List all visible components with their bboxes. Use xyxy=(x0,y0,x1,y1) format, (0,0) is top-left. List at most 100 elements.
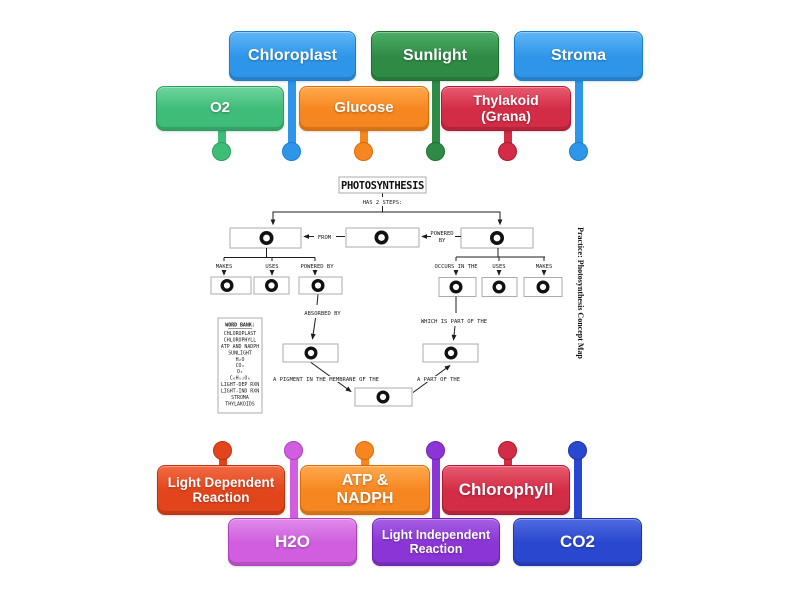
map-label-which-part: WHICH IS PART OF THE xyxy=(421,319,487,325)
tile-pin xyxy=(567,440,587,460)
tile-pin-stem xyxy=(573,450,582,520)
map-title: PHOTOSYNTHESIS xyxy=(341,180,424,192)
tile-pin xyxy=(281,141,301,161)
answer-box xyxy=(354,387,413,407)
tile-label: Light Independent Reaction xyxy=(381,528,491,556)
answer-box xyxy=(229,227,302,249)
tile-pin-stem xyxy=(503,128,512,152)
tile-chlorophyll[interactable]: Chlorophyll xyxy=(442,465,570,515)
tile-pin xyxy=(212,440,232,460)
tile-pin xyxy=(497,440,517,460)
tile-pin xyxy=(283,440,303,460)
answer-box xyxy=(282,343,339,363)
tile-sunlight[interactable]: Sunlight xyxy=(371,31,499,81)
connector-line xyxy=(316,294,319,306)
map-label-absorbed-by: ABSORBED BY xyxy=(304,311,341,317)
connector-arrow xyxy=(412,365,451,393)
tile-light-independent-reaction[interactable]: Light Independent Reaction xyxy=(372,518,500,566)
map-side-caption: Practice: Photosynthesis Concept Map xyxy=(576,227,585,359)
tile-pin xyxy=(354,440,374,460)
drop-target-ring[interactable] xyxy=(220,279,234,293)
tile-chloroplast[interactable]: Chloroplast xyxy=(229,31,356,81)
tile-glucose[interactable]: Glucose xyxy=(299,86,429,131)
tile-stroma[interactable]: Stroma xyxy=(514,31,643,81)
answer-box xyxy=(460,227,534,249)
tile-light-dependent-reaction[interactable]: Light Dependent Reaction xyxy=(157,465,285,515)
map-label-pigment: A PIGMENT IN THE MEMBRANE OF THE xyxy=(273,377,379,383)
drop-target-ring[interactable] xyxy=(536,280,550,294)
drop-target-ring[interactable] xyxy=(265,279,279,293)
drop-target-ring[interactable] xyxy=(259,231,274,246)
drop-target-ring[interactable] xyxy=(311,279,325,293)
tile-atp-nadph[interactable]: ATP & NADPH xyxy=(300,465,430,515)
map-label-uses-right: USES xyxy=(492,264,505,270)
drop-target-ring[interactable] xyxy=(492,280,506,294)
word-bank-item: C₆H₁₂O₆ xyxy=(230,376,251,382)
map-label-makes-left: MAKES xyxy=(216,264,233,270)
tile-label: Glucose xyxy=(334,99,394,117)
answer-box xyxy=(438,277,477,297)
connector-arrow xyxy=(451,325,457,341)
word-bank-item: CO₂ xyxy=(236,363,245,369)
map-label-from: FROM xyxy=(318,235,332,241)
tile-co2[interactable]: CO2 xyxy=(513,518,642,566)
word-bank-item: STROMA xyxy=(231,395,249,401)
connector-arrow xyxy=(310,317,316,340)
word-bank-box xyxy=(217,317,263,414)
answer-box xyxy=(422,343,479,363)
tile-label: Chlorophyll xyxy=(458,480,554,500)
tile-pin xyxy=(425,141,445,161)
map-subtitle: HAS 2 STEPS: xyxy=(363,200,403,206)
branch-arrow-left xyxy=(270,211,383,226)
word-bank-item: SUNLIGHT xyxy=(228,351,252,357)
word-bank-title: WORD BANK: xyxy=(225,323,254,329)
tile-pin-stem xyxy=(287,76,296,154)
tile-pin xyxy=(568,141,588,161)
answer-box xyxy=(298,276,343,295)
map-label-makes-right: MAKES xyxy=(536,264,553,270)
answer-box xyxy=(345,227,420,248)
drop-target-ring[interactable] xyxy=(304,346,318,360)
drop-target-ring[interactable] xyxy=(489,231,504,246)
map-label-occurs-in: OCCURS IN THE xyxy=(434,264,477,270)
map-label-uses-left: USES xyxy=(265,264,278,270)
tile-pin-stem xyxy=(217,128,226,152)
map-label-part-of: A PART OF THE xyxy=(417,377,460,383)
tile-h2o[interactable]: H2O xyxy=(228,518,357,566)
tile-label: Stroma xyxy=(550,47,607,65)
tile-label: H2O xyxy=(275,532,310,552)
tile-label: O2 xyxy=(209,99,230,117)
map-label-powered-by-left: POWERED BY xyxy=(300,264,334,270)
tile-label: Light Dependent Reaction xyxy=(167,474,275,505)
tile-pin xyxy=(425,440,445,460)
map-title-box xyxy=(338,176,427,194)
word-bank-item: ATP AND NADPH xyxy=(221,344,259,350)
tile-label: ATP & NADPH xyxy=(336,472,394,507)
map-label-powered: POWERED xyxy=(430,231,453,237)
tile-pin-stem xyxy=(574,76,583,154)
answer-box xyxy=(523,277,563,297)
drop-target-ring[interactable] xyxy=(376,390,390,404)
tile-thylakoid-grana[interactable]: Thylakoid (Grana) xyxy=(441,86,571,131)
tile-o2[interactable]: O2 xyxy=(156,86,284,131)
drop-target-ring[interactable] xyxy=(374,230,389,245)
tile-pin-stem xyxy=(431,450,440,520)
tile-label: Thylakoid (Grana) xyxy=(473,91,539,124)
tile-pin-stem xyxy=(431,76,440,154)
tile-pin xyxy=(497,141,517,161)
drop-target-ring[interactable] xyxy=(449,280,463,294)
answer-box xyxy=(481,277,518,297)
word-bank-item: CHLOROPLAST xyxy=(224,331,256,337)
answer-box xyxy=(253,276,290,295)
tile-pin xyxy=(353,141,373,161)
word-bank-item: THYLAKOIDS xyxy=(225,402,254,408)
tile-label: CO2 xyxy=(560,532,595,552)
word-bank-item: LIGHT-IND RXN xyxy=(221,389,259,395)
tile-label: Chloroplast xyxy=(248,47,337,65)
word-bank-item: CHLOROPHYLL xyxy=(224,338,256,344)
word-bank-item: O₂ xyxy=(237,369,243,375)
tile-pin xyxy=(211,141,231,161)
tile-pin-stem xyxy=(359,128,368,152)
drop-target-ring[interactable] xyxy=(444,346,458,360)
